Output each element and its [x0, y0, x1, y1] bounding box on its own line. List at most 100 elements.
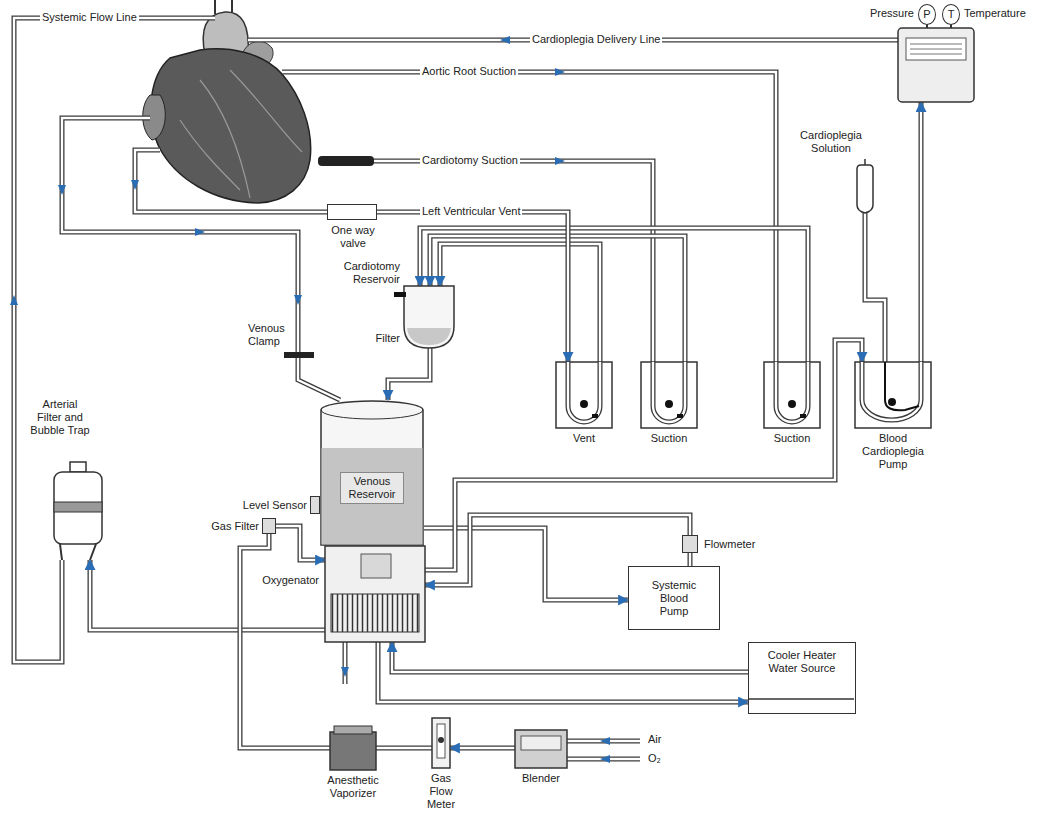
roller-pump-outline [764, 362, 820, 428]
tubing-connector [240, 534, 330, 748]
tubing-connector [688, 553, 693, 566]
tubing-connector [430, 236, 685, 362]
tubing-connector [430, 236, 685, 362]
tubing-connector [425, 340, 862, 570]
tubing-line [344, 642, 346, 684]
venous-reservoir: Venous Reservoir [320, 400, 424, 546]
tubing-line [282, 72, 776, 362]
arterial-filter-outline [54, 472, 102, 544]
node-label: Filter [368, 332, 400, 345]
roller-pump-outline [653, 362, 685, 422]
flowmeter: Flowmeter [682, 535, 698, 553]
venous-reservoir-outline [322, 448, 423, 545]
arterial-filter-outline [52, 462, 104, 560]
tubing-connector [392, 642, 748, 672]
tubing-connector [240, 534, 330, 748]
tubing-line [14, 18, 898, 759]
gas-flow-meter: Gas Flow Meter [432, 718, 450, 768]
roller-pump-outline [788, 400, 796, 408]
gas-filter: Gas Filter [262, 518, 276, 534]
tubing-line [14, 18, 898, 759]
flow-arrow [555, 157, 565, 165]
cardiotomy-suction-wand [318, 156, 374, 166]
heater-cooler: Cooler Heater Water Source [748, 642, 856, 714]
venous-reservoir-outline [321, 410, 423, 419]
oxygenator-outline [325, 546, 425, 642]
tubing-connector [388, 348, 430, 400]
cardioplegia-heat-exchanger: PressureTemperaturePT [862, 2, 1034, 102]
tubing-connector [377, 212, 568, 362]
tubing-line [135, 150, 327, 212]
roller-pump: Vent [556, 362, 612, 428]
tubing-connector [276, 526, 325, 560]
roller-pump-outline [641, 362, 697, 428]
anesthetic-vaporizer-outline [330, 726, 376, 770]
roller-pump-outline [568, 362, 600, 422]
tubing-connector [420, 228, 808, 362]
arterial-filter-outline [60, 544, 96, 560]
tubing-connector [440, 244, 600, 362]
venous-reservoir-outline [321, 401, 423, 545]
tubing-line [372, 161, 653, 362]
gas-blender-outline [515, 730, 567, 768]
cardioplegia-heat-exchanger-outline [906, 38, 966, 60]
tubing-connector [378, 642, 748, 702]
roller-pump-outline [776, 362, 808, 422]
part-label: Aortic Root Suction [420, 65, 518, 78]
tubing-connector [450, 746, 515, 751]
tubing-connector [388, 348, 430, 400]
part-label: Venous Clamp [246, 322, 292, 348]
node-label: T [948, 8, 955, 21]
flow-arrow [500, 36, 510, 44]
arterial-filter-outline [70, 462, 86, 472]
flow-arrow [600, 737, 610, 745]
node-label: Blood Cardioplegia Pump [851, 432, 935, 471]
node-label: One way valve [322, 224, 384, 250]
part-label: O₂ [646, 752, 663, 765]
systemic-pump: Systemic Blood Pump [628, 566, 720, 630]
flow-arrow [555, 68, 565, 76]
cardiotomy-reservoir: Cardiotomy ReservoirFilter [404, 286, 454, 348]
flow-arrow [195, 228, 205, 236]
tubing-line [14, 18, 215, 662]
cardioplegia-bag-outline [864, 159, 866, 165]
tubing-connector [690, 553, 691, 566]
cardioplegia-pump-outline [888, 398, 896, 406]
roller-pump: Suction [641, 362, 697, 428]
gas-flow-meter-outline [437, 724, 445, 758]
flow-arrow [600, 755, 610, 763]
tubing-connector [865, 213, 885, 362]
tubing-connector [376, 746, 432, 751]
node-label: Flowmeter [704, 538, 764, 551]
tubing-connector [450, 748, 515, 749]
node-label: Anesthetic Vaporizer [320, 774, 386, 800]
roller-pump: Suction [764, 362, 820, 428]
tubing-connector [440, 244, 600, 362]
roller-pump-outline [653, 362, 685, 422]
node-label: P [923, 8, 930, 21]
gas-blender-outline [515, 730, 567, 768]
cardioplegia-pump-outline [885, 362, 919, 410]
node-label: Temperature [964, 7, 1032, 20]
tubing-connector [425, 340, 862, 570]
node-label: Cardiotomy Reservoir [336, 260, 400, 286]
tubing-line [343, 642, 348, 684]
tubing-connector [865, 213, 885, 362]
tubing-connector [378, 642, 748, 702]
tubing-connector [420, 228, 808, 362]
node-label: Cardioplegia Solution [793, 129, 869, 155]
cardioplegia-bag-outline [857, 165, 873, 213]
node-label: Gas Filter [209, 520, 259, 533]
flow-arrow [131, 180, 139, 190]
node-label: Vent [552, 432, 616, 445]
part-label: Cardiotomy Suction [420, 154, 520, 167]
roller-pump-outline [665, 400, 673, 408]
tubing-line [372, 161, 653, 362]
tubing-connector [440, 244, 600, 362]
one-way-valve: One way valve [327, 204, 377, 220]
tubing-connector [388, 348, 430, 400]
line-label: Left Ventricular Vent [420, 205, 522, 218]
cardioplegia-heat-exchanger-outline [898, 28, 974, 102]
tubing-connector [276, 526, 325, 560]
